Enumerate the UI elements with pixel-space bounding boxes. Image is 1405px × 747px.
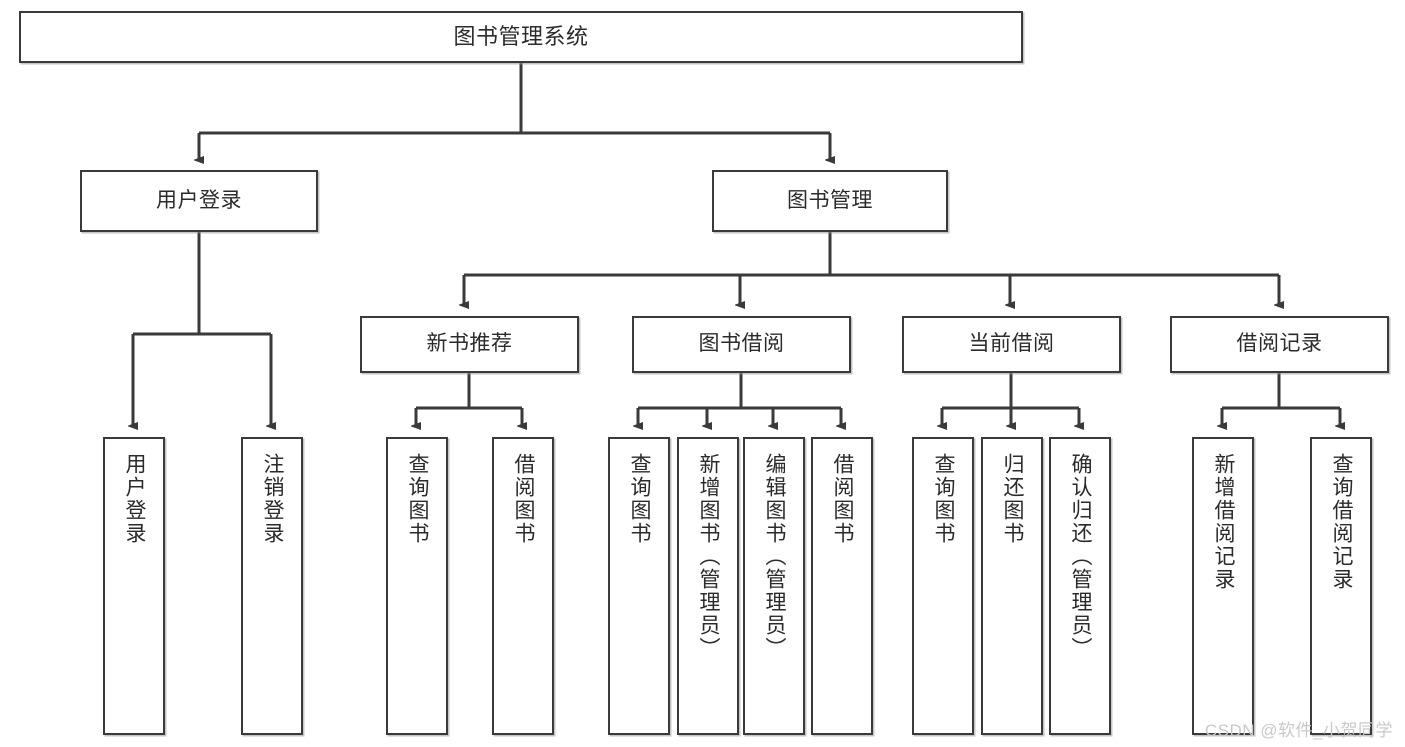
node-current-borrow-label: 当前借阅 bbox=[968, 332, 1055, 356]
leaf-user-login-login[interactable]: 用户登录 bbox=[103, 437, 165, 735]
leaf-book-borrow-add[interactable]: 新增图书（管理员） bbox=[677, 437, 739, 735]
node-borrow-record-label: 借阅记录 bbox=[1236, 332, 1323, 356]
leaf-book-borrow-add-label: 新增图书（管理员） bbox=[697, 453, 721, 660]
leaf-borrow-record-query[interactable]: 查询借阅记录 bbox=[1310, 437, 1372, 735]
node-book-management-label: 图书管理 bbox=[787, 188, 873, 212]
leaf-current-borrow-confirm[interactable]: 确认归还（管理员） bbox=[1049, 437, 1111, 735]
leaf-new-book-query-label: 查询图书 bbox=[406, 453, 430, 545]
leaf-borrow-record-add-label: 新增借阅记录 bbox=[1212, 453, 1236, 591]
leaf-book-borrow-edit[interactable]: 编辑图书（管理员） bbox=[743, 437, 805, 735]
leaf-book-borrow-query-label: 查询图书 bbox=[628, 453, 652, 545]
node-book-management[interactable]: 图书管理 bbox=[712, 170, 948, 232]
leaf-current-borrow-query[interactable]: 查询图书 bbox=[912, 437, 974, 735]
leaf-new-book-borrow-label: 借阅图书 bbox=[512, 453, 536, 545]
node-user-login-label: 用户登录 bbox=[156, 188, 242, 212]
leaf-book-borrow-borrow[interactable]: 借阅图书 bbox=[811, 437, 873, 735]
leaf-user-login-login-label: 用户登录 bbox=[123, 453, 147, 545]
leaf-new-book-query[interactable]: 查询图书 bbox=[386, 437, 448, 735]
leaf-new-book-borrow[interactable]: 借阅图书 bbox=[492, 437, 554, 735]
leaf-current-borrow-confirm-label: 确认归还（管理员） bbox=[1069, 453, 1093, 660]
leaf-book-borrow-edit-label: 编辑图书（管理员） bbox=[763, 453, 787, 660]
leaf-user-login-logout[interactable]: 注销登录 bbox=[241, 437, 303, 735]
node-root[interactable]: 图书管理系统 bbox=[19, 11, 1023, 63]
node-book-borrow[interactable]: 图书借阅 bbox=[632, 316, 851, 373]
node-user-login[interactable]: 用户登录 bbox=[80, 170, 318, 232]
node-book-borrow-label: 图书借阅 bbox=[698, 332, 785, 356]
leaf-borrow-record-query-label: 查询借阅记录 bbox=[1330, 453, 1354, 591]
leaf-user-login-logout-label: 注销登录 bbox=[261, 453, 285, 545]
node-current-borrow[interactable]: 当前借阅 bbox=[902, 316, 1121, 373]
leaf-borrow-record-add[interactable]: 新增借阅记录 bbox=[1192, 437, 1254, 735]
leaf-current-borrow-return[interactable]: 归还图书 bbox=[981, 437, 1043, 735]
node-root-label: 图书管理系统 bbox=[453, 24, 589, 50]
node-new-book-recommend-label: 新书推荐 bbox=[426, 332, 513, 356]
leaf-book-borrow-borrow-label: 借阅图书 bbox=[831, 453, 855, 545]
node-borrow-record[interactable]: 借阅记录 bbox=[1170, 316, 1389, 373]
leaf-current-borrow-query-label: 查询图书 bbox=[932, 453, 956, 545]
leaf-book-borrow-query[interactable]: 查询图书 bbox=[608, 437, 670, 735]
node-new-book-recommend[interactable]: 新书推荐 bbox=[360, 316, 579, 373]
leaf-current-borrow-return-label: 归还图书 bbox=[1001, 453, 1025, 545]
